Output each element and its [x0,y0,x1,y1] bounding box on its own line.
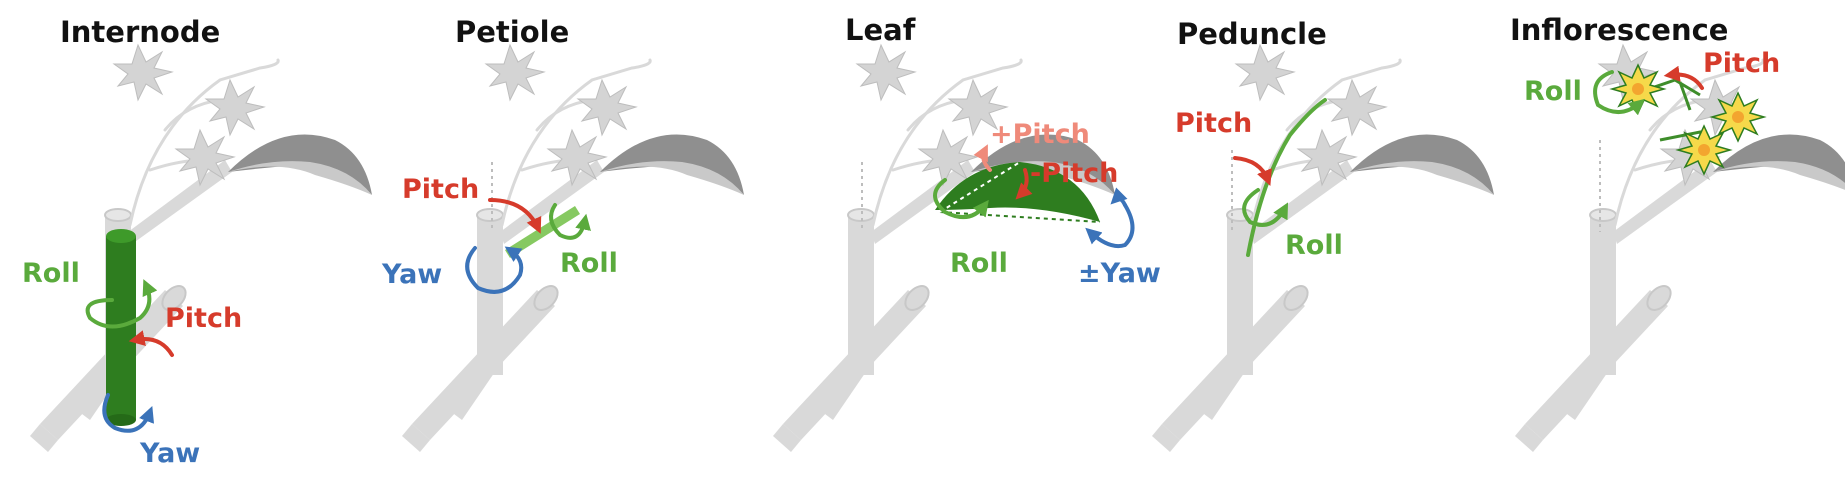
peduncle-highlight [1246,98,1327,257]
roll-arrow-icon [1593,70,1645,116]
yaw-arrow-icon [102,393,155,433]
panel-title: Peduncle [1177,17,1327,51]
pitch-label: Pitch [402,174,479,205]
plant-skeleton [28,43,374,454]
panel-peduncle: Peduncle Pitch Roll [1150,17,1496,454]
panel-title: Leaf [845,13,916,47]
pitch-label: Pitch [1703,48,1780,79]
panel-title: Petiole [455,15,569,49]
pitch-arrow-icon [1663,65,1704,90]
roll-label: Roll [1285,230,1343,261]
plus-pitch-arrow-icon [973,144,992,172]
roll-label: Roll [1524,76,1582,107]
plant-skeleton [771,43,1117,454]
panel-leaf: Leaf +Pitch -Pitch Roll ±Yaw [771,13,1161,454]
panel-title: Inflorescence [1510,13,1728,47]
pitch-arrow-icon [1233,156,1272,186]
internode-bottom [106,414,136,426]
minus-pitch-label: -Pitch [1030,158,1118,189]
pitch-arrow-icon [128,330,174,357]
petiole-highlight [505,206,580,258]
roll-label: Roll [22,258,80,289]
plus-pitch-label: +Pitch [990,119,1090,150]
panel-petiole: Petiole Pitch Roll Yaw [381,15,746,454]
roll-arrow-icon [85,279,158,329]
roll-arrow-icon [1242,188,1289,227]
yaw-label: ±Yaw [1078,258,1161,289]
pitch-arrow-icon [488,198,542,234]
roll-arrow-icon [933,178,989,220]
panel-inflorescence: Inflorescence Roll Pitch [1510,13,1845,454]
flower-icon [1609,63,1667,115]
panel-title: Internode [60,15,220,49]
yaw-arrow-icon [1085,203,1135,249]
yaw-label: Yaw [381,259,442,290]
minus-pitch-arrow-icon [1015,168,1033,200]
leaf-axis [939,211,1101,223]
yaw-arrow-icon [465,246,524,294]
panel-internode: Internode Roll Pitch Yaw [22,15,374,469]
internode-top [106,229,136,243]
pitch-label: Pitch [1175,108,1252,139]
roll-arrow-icon [549,203,591,240]
flower-icon [1675,124,1733,176]
pitch-label: Pitch [165,303,242,334]
yaw-label: Yaw [139,438,200,469]
roll-label: Roll [950,248,1008,279]
roll-label: Roll [560,248,618,279]
yaw-arrow-tip-icon [1110,187,1128,207]
flower-icon [1709,91,1767,143]
